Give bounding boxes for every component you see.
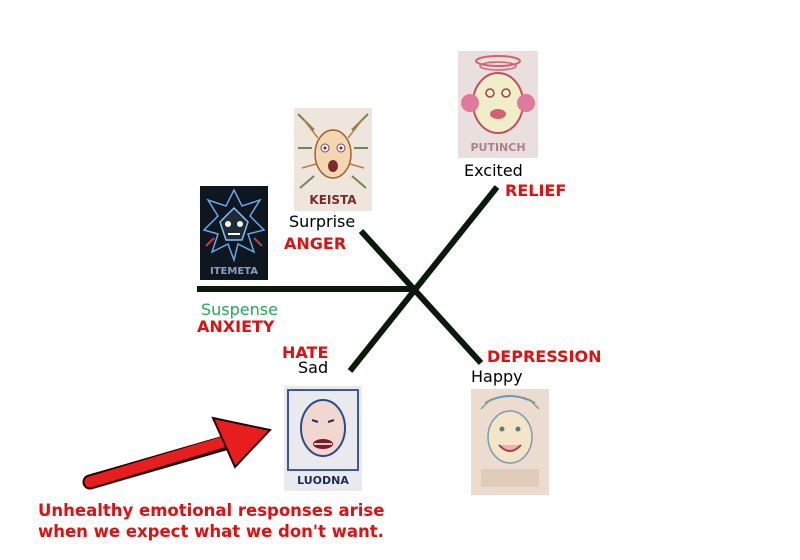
artwork-top-middle-lettering: KEISTA xyxy=(309,193,357,207)
label-suspense: Suspense xyxy=(201,300,278,319)
artwork-bottom-right xyxy=(471,389,549,495)
label-excited: Excited xyxy=(464,161,523,180)
diagonal-line-surprise-to-happy xyxy=(358,228,484,366)
artwork-top-right-lettering: PUTINCH xyxy=(470,141,525,154)
caption: Unhealthy emotional responses arise when… xyxy=(38,500,384,542)
label-depression: DEPRESSION xyxy=(487,347,602,366)
label-sad: Sad xyxy=(298,358,329,377)
artwork-left: ITEMETA xyxy=(200,186,268,280)
red-arrow xyxy=(82,416,272,490)
artwork-left-lettering: ITEMETA xyxy=(210,266,258,277)
label-surprise: Surprise xyxy=(289,212,356,231)
label-anger: ANGER xyxy=(284,234,347,253)
caption-line-2: when we expect what we don't want. xyxy=(38,522,384,541)
label-anxiety: ANXIETY xyxy=(197,317,275,336)
caption-line-1: Unhealthy emotional responses arise xyxy=(38,501,385,520)
diagonal-line-sad-to-relief xyxy=(347,185,500,373)
artwork-bottom-middle-lettering: LUODNA xyxy=(297,474,349,487)
artwork-top-right: PUTINCH xyxy=(458,51,538,158)
label-relief: RELIEF xyxy=(505,181,567,200)
artwork-top-middle: KEISTA xyxy=(294,108,372,211)
label-hate: HATE xyxy=(282,343,329,362)
artwork-bottom-middle: LUODNA xyxy=(284,386,362,491)
label-happy: Happy xyxy=(471,367,523,386)
